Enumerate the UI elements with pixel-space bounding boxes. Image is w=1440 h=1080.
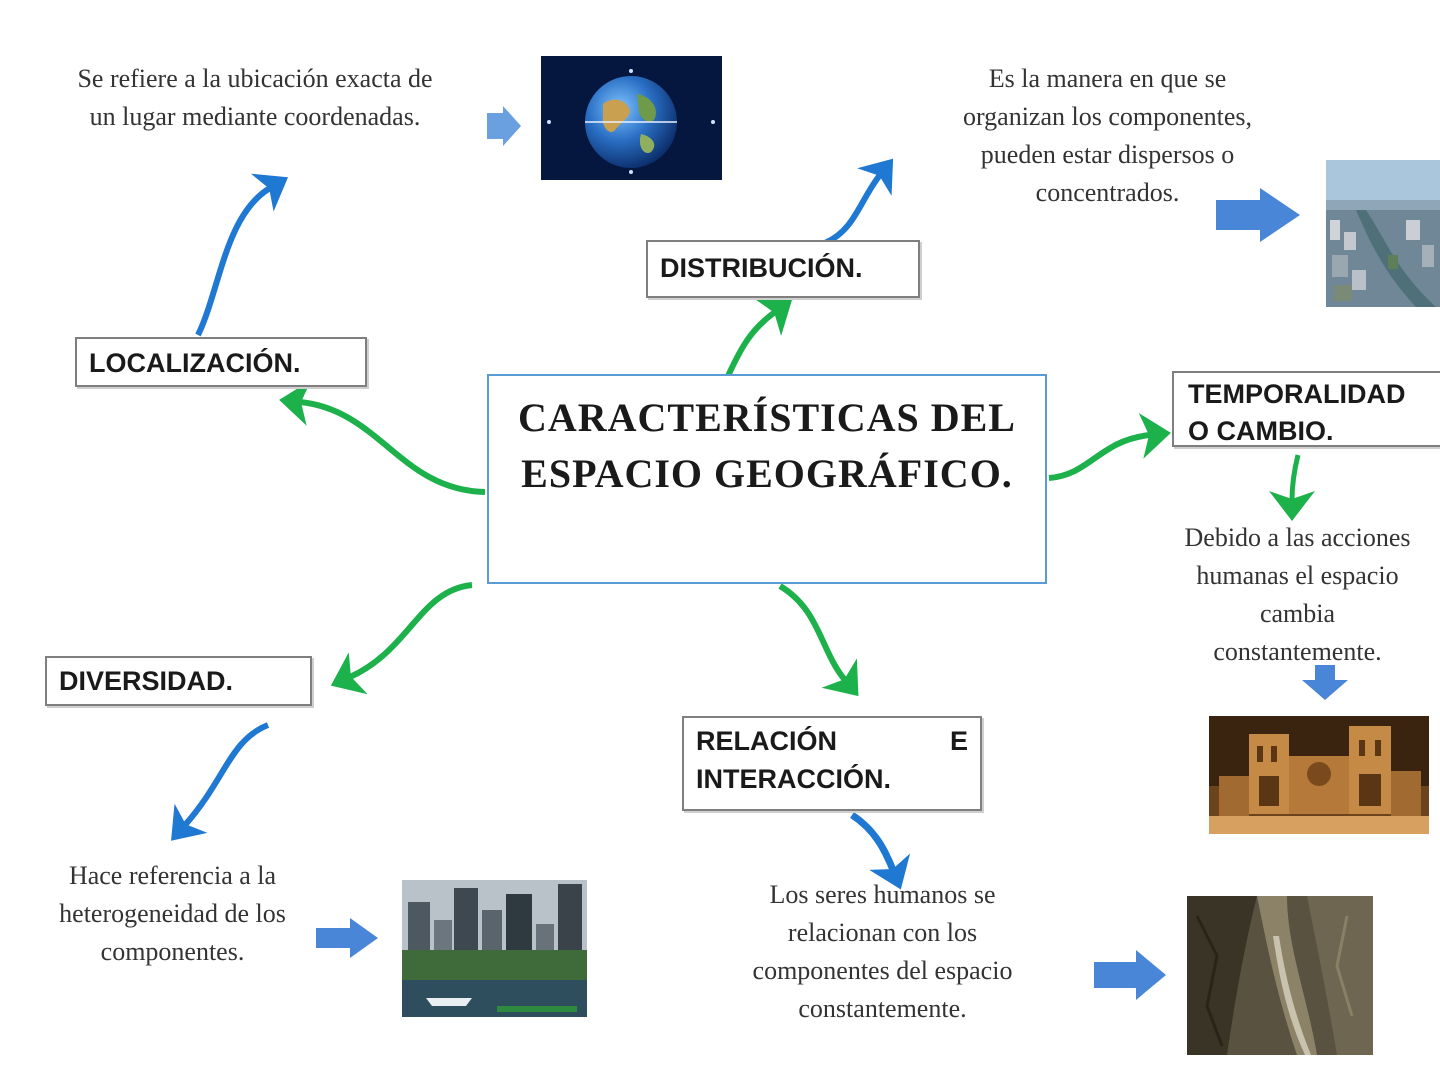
desc-distribucion: Es la manera en que se organizan los com… — [905, 60, 1310, 212]
arrow-distribucion-up — [823, 158, 894, 246]
node-localizacion: LOCALIZACIÓN. — [75, 337, 367, 387]
desc-temporalidad: Debido a las acciones humanas el espacio… — [1155, 519, 1440, 671]
block-arrow-to-city — [1216, 188, 1300, 242]
arrow-to-localizacion — [279, 380, 486, 495]
desc-distribucion-line: pueden estar dispersos o — [980, 140, 1235, 169]
node-temporalidad: TEMPORALIDAD O CAMBIO. — [1172, 371, 1440, 447]
desc-relacion-line: Los seres humanos se — [769, 880, 996, 909]
desc-relacion-line: relacionan con los — [787, 918, 978, 947]
node-relacion-label-word1: RELACIÓN — [696, 726, 837, 756]
block-arrow-to-canyon — [1094, 950, 1166, 1000]
globe-image — [541, 56, 722, 180]
node-localizacion-label: LOCALIZACIÓN. — [89, 348, 301, 378]
desc-temporalidad-line: constantemente. — [1213, 637, 1382, 666]
block-arrow-to-cathedral — [1302, 665, 1348, 700]
desc-distribucion-line: concentrados. — [1035, 178, 1180, 207]
block-arrow-to-skyline — [316, 918, 378, 958]
desc-relacion-line: constantemente. — [798, 994, 967, 1023]
city-river-image — [1326, 160, 1440, 307]
node-temporalidad-label-line2: O CAMBIO. — [1188, 416, 1334, 446]
desc-relacion: Los seres humanos se relacionan con los … — [705, 876, 1060, 1028]
node-relacion: RELACIÓN E INTERACCIÓN. — [682, 716, 982, 811]
desc-temporalidad-line: cambia — [1259, 599, 1336, 628]
skyline-image — [402, 880, 587, 1017]
arrow-to-distribucion — [725, 298, 793, 378]
node-diversidad: DIVERSIDAD. — [45, 656, 312, 706]
arrow-localizacion-up — [195, 173, 288, 337]
central-title-line1: CARACTERÍSTICAS DEL — [517, 395, 1016, 440]
arrow-to-diversidad — [330, 582, 473, 695]
node-relacion-label-line2: INTERACCIÓN. — [696, 764, 891, 794]
desc-localizacion: Se refiere a la ubicación exacta de un l… — [20, 60, 490, 136]
desc-diversidad-line: componentes. — [100, 937, 245, 966]
cathedral-image — [1209, 716, 1429, 834]
central-topic-box: CARACTERÍSTICAS DEL ESPACIO GEOGRÁFICO. — [487, 374, 1047, 584]
block-arrow-to-globe — [487, 106, 521, 146]
desc-diversidad-line: Hace referencia a la — [68, 861, 277, 890]
central-title-line2: ESPACIO GEOGRÁFICO. — [521, 451, 1013, 496]
desc-temporalidad-line: humanas el espacio — [1196, 561, 1399, 590]
node-distribucion: DISTRIBUCIÓN. — [646, 240, 920, 298]
desc-diversidad-line: heterogeneidad de los — [59, 899, 286, 928]
desc-localizacion-line: Se refiere a la ubicación exacta de — [77, 64, 433, 93]
arrow-relacion-down — [850, 812, 911, 890]
node-distribucion-label: DISTRIBUCIÓN. — [660, 253, 863, 283]
canyon-image — [1187, 896, 1373, 1055]
node-diversidad-label: DIVERSIDAD. — [59, 666, 234, 696]
desc-diversidad: Hace referencia a la heterogeneidad de l… — [25, 857, 320, 971]
arrow-temporalidad-down — [1269, 454, 1316, 521]
arrow-to-relacion — [778, 583, 859, 697]
node-relacion-label-word2: E — [949, 726, 968, 756]
arrow-diversidad-down — [171, 722, 270, 841]
desc-localizacion-line: un lugar mediante coordenadas. — [89, 102, 421, 131]
desc-distribucion-line: Es la manera en que se — [988, 64, 1227, 93]
node-temporalidad-label-line1: TEMPORALIDAD — [1188, 379, 1406, 409]
desc-relacion-line: componentes del espacio — [752, 956, 1013, 985]
arrow-to-temporalidad — [1048, 413, 1171, 481]
desc-distribucion-line: organizan los componentes, — [962, 102, 1253, 131]
desc-temporalidad-line: Debido a las acciones — [1184, 523, 1411, 552]
